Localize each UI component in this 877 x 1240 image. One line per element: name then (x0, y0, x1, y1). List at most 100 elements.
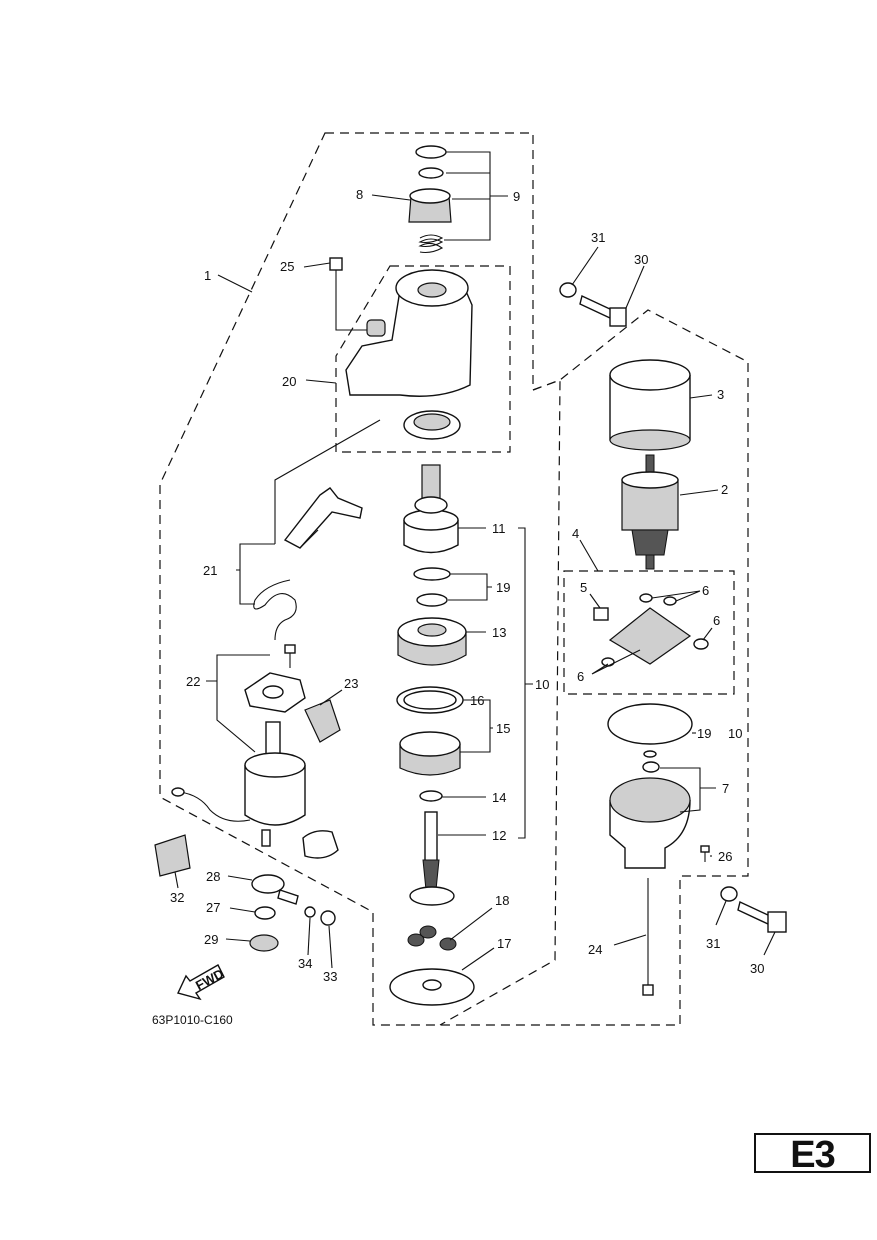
armature-shaft-bottom (645, 554, 655, 570)
rear-cover (609, 761, 691, 869)
leader-23 (319, 689, 343, 706)
leader-24 (613, 934, 647, 946)
drawing-code: 63P1010-C160 (152, 1013, 233, 1027)
leader-9 (444, 151, 508, 241)
boundary-brush-holder-4 (563, 570, 735, 695)
leader-17 (461, 947, 495, 971)
terminal-hardware (249, 874, 336, 952)
callout-31a: 31 (591, 230, 605, 245)
label-32-sheet (154, 834, 191, 877)
pinion-set (408, 145, 452, 254)
planet-carrier (409, 886, 455, 906)
callout-16: 16 (470, 693, 484, 708)
leader-20 (305, 379, 337, 384)
callout-20: 20 (282, 374, 296, 389)
bolt-30-lower (737, 901, 771, 925)
stop-ring (415, 145, 447, 159)
bolt-30-lower-head (767, 911, 787, 933)
callout-25: 25 (280, 259, 294, 274)
callout-22: 22 (186, 674, 200, 689)
callout-31b: 31 (706, 936, 720, 951)
leader-19a (448, 573, 492, 601)
callout-29: 29 (204, 932, 218, 947)
lever-spring (253, 579, 297, 641)
callout-30a: 30 (634, 252, 648, 267)
section-badge: E3 (754, 1133, 871, 1176)
leader-7 (660, 767, 716, 813)
fwd-arrow-shape (177, 964, 225, 1001)
starter-solenoid (171, 721, 339, 859)
bolt-25 (329, 257, 343, 312)
leader-lines (174, 151, 776, 971)
callout-30b: 30 (750, 961, 764, 976)
callout-10a: 10 (535, 677, 549, 692)
callout-18: 18 (495, 893, 509, 908)
armature-commutator (631, 529, 669, 556)
lower-through-bolt (720, 886, 787, 933)
circlip-19 (413, 567, 451, 607)
terminal-28-stud (277, 889, 299, 905)
leader-5 (589, 593, 601, 609)
leader-25 (303, 262, 367, 331)
yoke-top (609, 359, 691, 391)
solenoid-top (244, 752, 306, 778)
solenoid-lead-wire (179, 791, 251, 822)
upper-through-bolt (559, 282, 627, 327)
shaft-12-gear (422, 859, 440, 891)
leader-1 (217, 274, 253, 293)
callout-19b: 19 (697, 726, 711, 741)
nut-27 (254, 906, 276, 920)
gasket-plate-bore (262, 685, 284, 699)
planetary-shaft (389, 811, 475, 1006)
front-bracket (345, 269, 473, 440)
leader-2 (679, 489, 719, 496)
leader-28 (227, 875, 253, 881)
plate-17-bore (422, 979, 442, 991)
leader-18 (449, 907, 493, 941)
callout-12: 12 (492, 828, 506, 843)
lever-arm (283, 487, 363, 549)
ring-gear-set (396, 686, 464, 776)
leader-31b (715, 900, 727, 926)
solenoid-terminal (261, 829, 271, 847)
callout-27: 27 (206, 900, 220, 915)
callout-21: 21 (203, 563, 217, 578)
washer-31-lower (720, 886, 738, 902)
armature (621, 454, 679, 570)
callout-1: 1 (204, 268, 211, 283)
leader-27 (229, 907, 256, 913)
rear-cover-bushing (642, 761, 660, 773)
planet-gear-18c (439, 937, 457, 951)
fwd-arrow: FWD (177, 964, 226, 1001)
leader-22 (206, 654, 270, 753)
solenoid-lead-terminal (171, 787, 185, 797)
boundary-assembly-1 (159, 132, 749, 1026)
callout-11: 11 (492, 521, 506, 536)
bolt-24 (642, 878, 654, 996)
label-32 (154, 834, 191, 877)
lever-21 (253, 487, 363, 641)
brush-5 (593, 607, 609, 621)
bolt-30-upper-head (609, 307, 627, 327)
gear-housing-bore (417, 623, 447, 637)
brush-plate-19 (607, 703, 693, 758)
switch-plate-22 (244, 644, 341, 743)
brush-spring-6d (601, 657, 615, 667)
leader-6b (702, 627, 713, 641)
cover-23 (304, 699, 341, 743)
callout-23: 23 (344, 676, 358, 691)
callout-7: 7 (722, 781, 729, 796)
brush-spring-6a (639, 593, 653, 603)
callout-8: 8 (356, 187, 363, 202)
planet-gear-18b (419, 925, 437, 939)
leader-3 (689, 394, 713, 399)
leader-32 (174, 871, 179, 889)
leader-34 (307, 917, 311, 956)
callout-6a: 6 (702, 583, 709, 598)
yoke (609, 359, 691, 451)
drive-shaft-spline (421, 464, 441, 501)
brush-plate (607, 703, 693, 745)
section-label: E3 (790, 1134, 835, 1176)
leader-31a (571, 246, 599, 286)
